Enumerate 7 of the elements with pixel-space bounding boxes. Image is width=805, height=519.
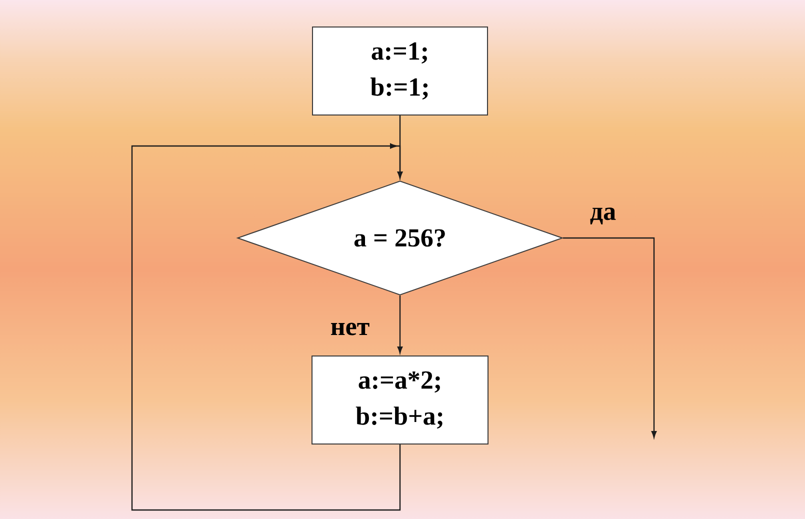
edge-label: нет bbox=[331, 322, 370, 336]
process-box: a:=a*2; b:=b+a; bbox=[312, 356, 488, 444]
edge-label: да bbox=[590, 208, 616, 224]
arrow bbox=[131, 143, 403, 511]
process-box: a:=1; b:=1; bbox=[312, 26, 488, 116]
arrow bbox=[563, 237, 657, 438]
arrow bbox=[397, 296, 403, 354]
